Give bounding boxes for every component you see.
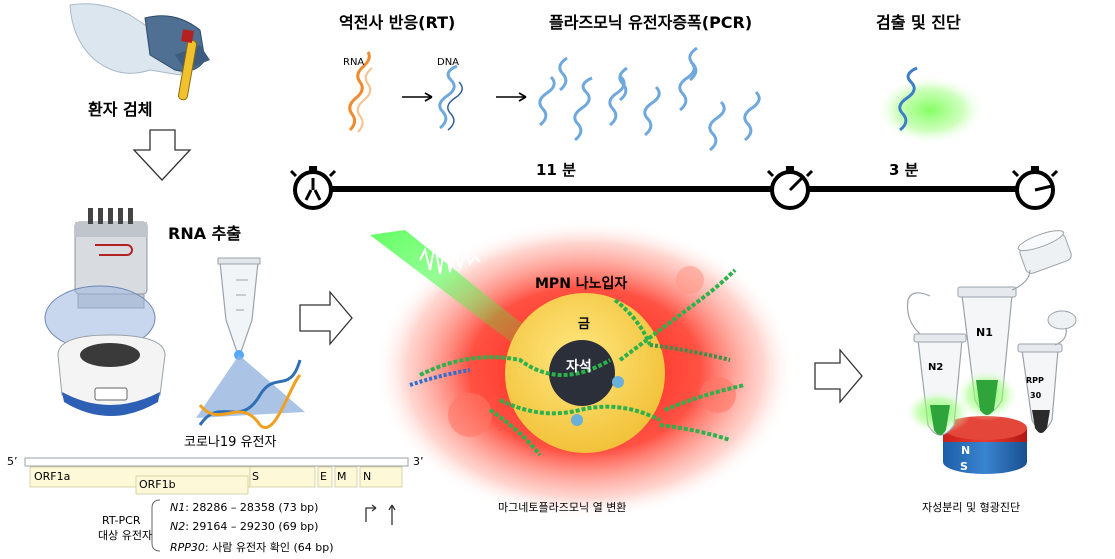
right-arrow-icon	[299, 290, 353, 346]
magnet-core-label: 자석	[566, 359, 592, 375]
target-range: : 29164 – 29230 (69 bp)	[185, 520, 319, 533]
timeline-first-duration: 11 분	[536, 161, 576, 179]
dna-strand-icon	[438, 64, 463, 131]
dna-label: DNA	[437, 57, 460, 68]
nanoparticle-title: MPN 나노입자	[535, 276, 628, 292]
fluorescence-glow	[875, 75, 985, 145]
pcr-dna-copies-icon	[538, 46, 761, 152]
target-n1: N1: 28286 – 28358 (73 bp)	[170, 501, 318, 514]
target-rpp30: RPP30: 사람 유전자 확인 (64 bp)	[170, 539, 334, 555]
primer-bead	[612, 376, 624, 388]
down-arrow-icon	[132, 129, 192, 181]
centrifuge-icon	[44, 285, 166, 416]
tube-n2	[904, 292, 972, 436]
fluorescent-dna-icon	[898, 66, 918, 132]
gene-label-e: E	[320, 470, 327, 483]
stopwatch-middle-icon	[766, 166, 814, 210]
gold-label: 금	[578, 317, 590, 332]
magnet-north-label: N	[961, 444, 971, 457]
rna-label: RNA	[343, 57, 365, 68]
nanoparticle-caption: 마그네토플라즈모닉 열 변환	[498, 501, 627, 514]
gene-box-s	[249, 466, 316, 488]
timeline-second-duration: 3 분	[889, 161, 919, 179]
arrow-icon	[496, 92, 527, 102]
gene-label-n: N	[363, 470, 372, 483]
rna-strand-icon	[348, 51, 373, 133]
tube-n2-label: N2	[928, 362, 944, 373]
target-gene-name: RPP30	[170, 541, 205, 554]
laser-beam	[370, 230, 530, 345]
dna-helix-icon	[198, 359, 302, 430]
arrow-icon	[402, 92, 433, 102]
three-prime-label: 3’	[413, 455, 424, 468]
detection-step-label: 검출 및 진단	[876, 13, 961, 32]
gene-box-orf1b	[135, 475, 249, 495]
result-caption: 자성분리 및 형광진단	[922, 501, 1021, 514]
light-beam-icon	[196, 355, 305, 418]
gene-caption: 코로나19 유전자	[184, 435, 277, 450]
rna-extraction-label: RNA 추출	[168, 224, 242, 243]
target-label-line1: RT-PCR	[102, 514, 141, 527]
tube-rpp-label: RPP	[1026, 376, 1044, 385]
gene-box-e	[317, 466, 333, 488]
amplified-dna-strands	[409, 268, 746, 457]
pcr-step-label: 플라즈모닉 유전자증폭(PCR)	[549, 13, 753, 32]
gene-box-n	[359, 466, 403, 488]
heat-bubble	[700, 377, 736, 413]
tube-rpp-number: 30	[1030, 391, 1042, 400]
target-gene-name: N2	[170, 520, 186, 533]
sample-label: 환자 검체	[88, 100, 153, 119]
genome-bar	[24, 457, 409, 467]
target-gene-name: N1	[170, 501, 186, 514]
rt-step-label: 역전사 반응(RT)	[339, 13, 456, 32]
light-wave-icon	[419, 243, 481, 275]
stopwatch-start-icon	[289, 166, 337, 210]
stopwatch-end-icon	[1011, 166, 1059, 210]
sample-tube-icon	[177, 29, 197, 101]
bracket	[151, 499, 161, 552]
tube-rpp30	[1017, 310, 1077, 433]
right-arrow-icon	[814, 348, 863, 404]
tube-n1-label: N1	[976, 326, 993, 339]
heat-bubble	[448, 393, 492, 437]
primer-bead	[571, 414, 583, 426]
gene-label-orf1b: ORF1b	[139, 478, 176, 491]
gene-box-m	[334, 466, 358, 488]
heat-bubble	[676, 266, 704, 294]
gene-label-orf1a: ORF1a	[34, 470, 71, 483]
target-range: : 사람 유전자 확인 (64 bp)	[204, 541, 334, 554]
gene-label-s: S	[252, 470, 259, 483]
target-range: : 28286 – 28358 (73 bp)	[185, 501, 319, 514]
magnet-south-label: S	[960, 460, 968, 473]
microtube-icon	[217, 257, 261, 360]
primer-position-markers	[365, 504, 396, 525]
target-label-line2: 대상 유전자	[98, 529, 153, 542]
gene-label-m: M	[337, 470, 347, 483]
tube-n1	[955, 230, 1072, 421]
five-prime-label: 5’	[7, 455, 18, 468]
target-n2: N2: 29164 – 29230 (69 bp)	[170, 520, 318, 533]
